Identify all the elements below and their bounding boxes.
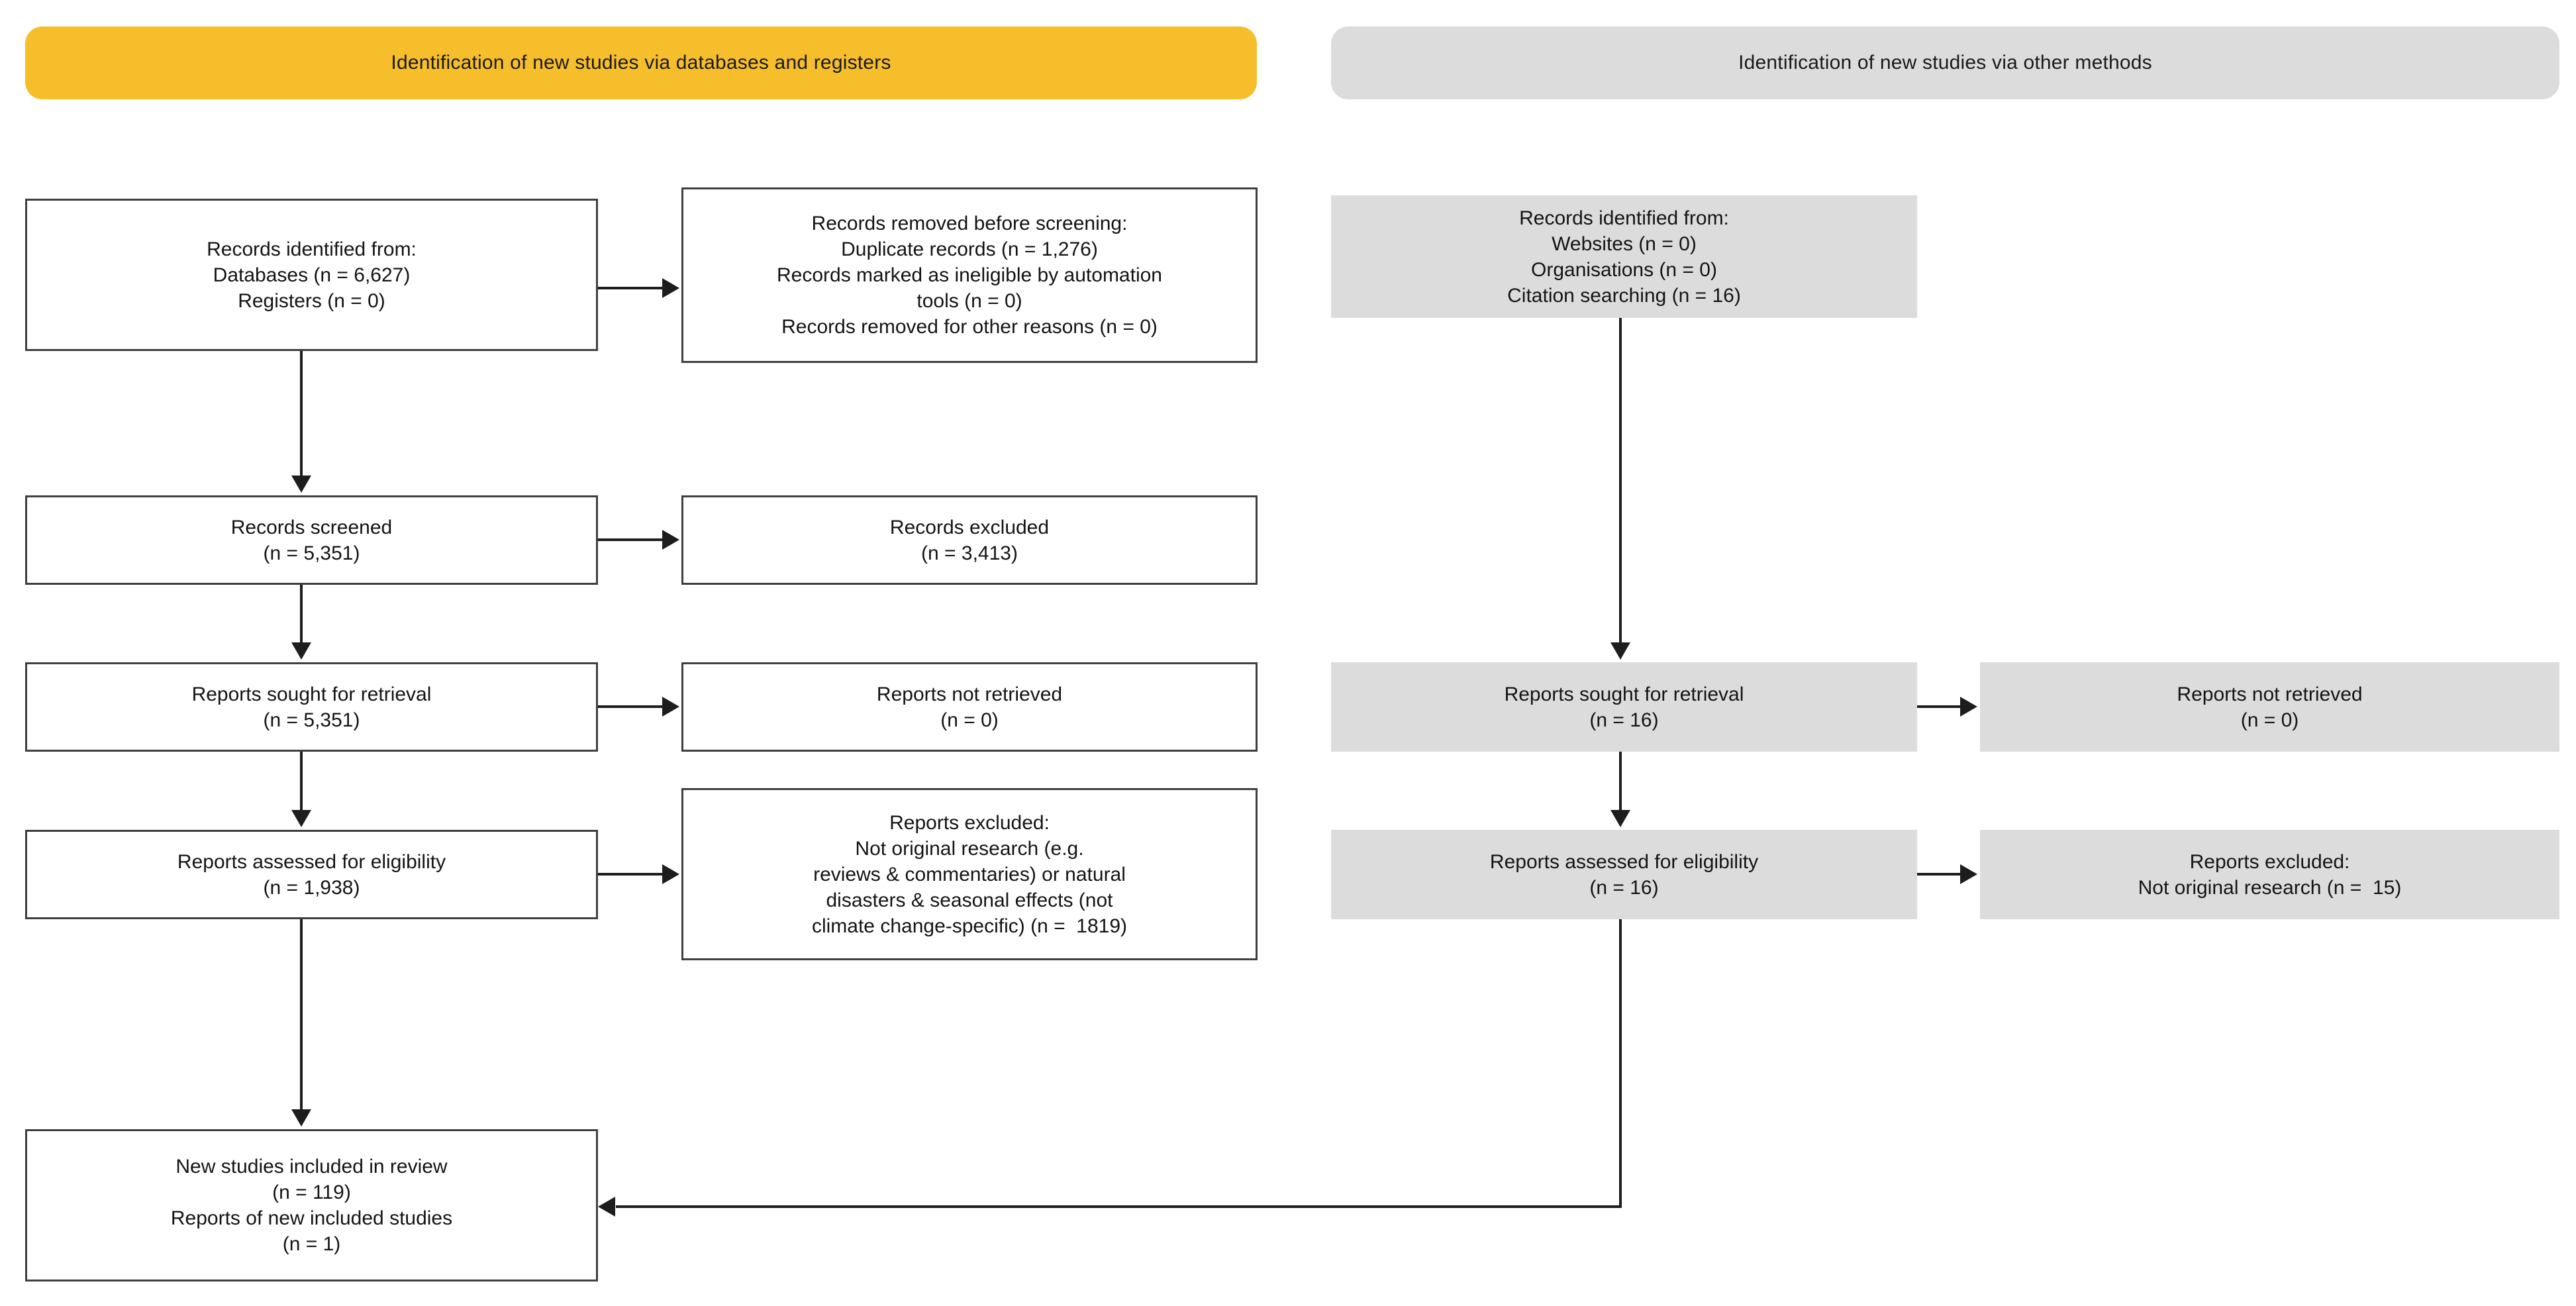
box-new-studies-included-in-review: New studies included in review (n = 119)… xyxy=(25,1129,598,1281)
text-line: (n = 1) xyxy=(282,1233,341,1255)
connector-other-to-included-horizontal xyxy=(616,1205,1622,1208)
text-line: Duplicate records (n = 1,276) xyxy=(841,238,1098,260)
box-reports-not-retrieved-other-text: Reports not retrieved (n = 0) xyxy=(1989,681,2550,733)
text-line: Reports not retrieved xyxy=(2177,683,2363,705)
connector-other-sought-to-assessed xyxy=(1619,752,1622,813)
connector-identified-to-removed xyxy=(598,287,664,289)
box-records-removed-text: Records removed before screening: Duplic… xyxy=(693,211,1246,340)
box-reports-assessed-text: Reports assessed for eligibility (n = 1,… xyxy=(36,849,587,901)
box-reports-assessed-for-eligibility: Reports assessed for eligibility (n = 1,… xyxy=(25,830,598,919)
box-reports-excluded-detailed-text: Reports excluded: Not original research … xyxy=(693,810,1246,939)
text-line: Records excluded xyxy=(889,516,1050,538)
box-reports-not-retrieved-other: Reports not retrieved (n = 0) xyxy=(1980,662,2559,752)
text-line: Records identified from: xyxy=(207,238,417,260)
text-line: tools (n = 0) xyxy=(916,290,1022,312)
arrowhead-assessed-to-reports-excluded-icon xyxy=(662,864,679,884)
text-line: Not original research (n = 15) xyxy=(2138,876,2402,899)
text-line: Reports of new included studies xyxy=(170,1207,453,1229)
box-reports-sought-text: Reports sought for retrieval (n = 5,351) xyxy=(36,681,587,733)
text-line: Records identified from: xyxy=(1519,207,1729,229)
connector-other-identified-to-sought xyxy=(1619,318,1622,646)
box-reports-excluded-other: Reports excluded: Not original research … xyxy=(1980,830,2559,919)
box-reports-sought-other-text: Reports sought for retrieval (n = 16) xyxy=(1340,681,1908,733)
text-line: (n = 119) xyxy=(272,1181,351,1203)
box-records-screened-text: Records screened (n = 5,351) xyxy=(36,515,587,566)
text-line: Websites (n = 0) xyxy=(1552,232,1697,255)
text-line: Registers (n = 0) xyxy=(238,289,385,312)
text-line: Organisations (n = 0) xyxy=(1531,258,1717,281)
connector-screened-to-excluded xyxy=(598,538,664,541)
box-records-screened: Records screened (n = 5,351) xyxy=(25,495,598,585)
text-line: (n = 5,351) xyxy=(263,542,360,564)
text-line: Not original research (e.g. xyxy=(855,837,1084,860)
text-line: Reports excluded: xyxy=(2189,850,2350,873)
text-line: Records removed for other reasons (n = 0… xyxy=(781,316,1158,338)
text-line: New studies included in review xyxy=(175,1156,448,1178)
arrowhead-sought-to-not-retrieved-icon xyxy=(662,697,679,717)
text-line: Databases (n = 6,627) xyxy=(213,264,411,286)
arrowhead-screened-to-excluded-icon xyxy=(662,530,679,550)
connector-sought-to-not-retrieved xyxy=(598,705,664,708)
banner-other-methods-label: Identification of new studies via other … xyxy=(1738,52,2152,74)
banner-identification-label: Identification of new studies via databa… xyxy=(391,52,891,74)
banner-identification-other-methods: Identification of new studies via other … xyxy=(1331,26,2559,99)
box-records-identified-other-text: Records identified from: Websites (n = 0… xyxy=(1340,205,1908,309)
arrowhead-sought-to-assessed-icon xyxy=(291,810,311,827)
box-records-removed-before-screening: Records removed before screening: Duplic… xyxy=(681,187,1258,363)
connector-other-sought-to-not-retrieved xyxy=(1917,705,1962,708)
text-line: (n = 5,351) xyxy=(263,709,360,731)
text-line: (n = 16) xyxy=(1589,876,1659,899)
text-line: (n = 0) xyxy=(2240,709,2299,731)
box-new-studies-included-text: New studies included in review (n = 119)… xyxy=(36,1154,587,1257)
box-reports-not-retrieved: Reports not retrieved (n = 0) xyxy=(681,662,1258,752)
text-line: Reports sought for retrieval xyxy=(191,683,432,705)
box-reports-excluded-detailed: Reports excluded: Not original research … xyxy=(681,788,1258,960)
box-records-excluded-text: Records excluded (n = 3,413) xyxy=(693,515,1246,566)
text-line: Citation searching (n = 16) xyxy=(1507,284,1741,307)
box-records-identified-databases: Records identified from: Databases (n = … xyxy=(25,199,598,351)
text-line: Reports excluded: xyxy=(889,811,1050,834)
connector-other-assessed-down xyxy=(1619,919,1622,1208)
arrowhead-assessed-to-included-icon xyxy=(291,1109,311,1127)
arrowhead-identified-to-screened-icon xyxy=(291,476,311,493)
arrowhead-other-assessed-to-excluded-icon xyxy=(1960,864,1977,884)
text-line: (n = 1,938) xyxy=(263,876,360,899)
text-line: Records removed before screening: xyxy=(811,213,1128,234)
box-records-identified-databases-text: Records identified from: Databases (n = … xyxy=(36,236,587,314)
text-line: Reports not retrieved xyxy=(876,683,1063,705)
box-reports-assessed-other-text: Reports assessed for eligibility (n = 16… xyxy=(1340,849,1908,901)
box-records-identified-other-methods: Records identified from: Websites (n = 0… xyxy=(1331,195,1917,318)
arrowhead-other-sought-to-not-retrieved-icon xyxy=(1960,697,1977,717)
arrowhead-other-sought-to-assessed-icon xyxy=(1610,810,1630,827)
text-line: Records screened xyxy=(230,516,393,538)
text-line: reviews & commentaries) or natural xyxy=(813,863,1126,885)
box-reports-excluded-other-text: Reports excluded: Not original research … xyxy=(1989,849,2550,901)
text-line: climate change-specific) (n = 1819) xyxy=(811,915,1128,937)
text-line: disasters & seasonal effects (not xyxy=(826,889,1113,911)
connector-identified-to-screened xyxy=(300,351,303,478)
connector-screened-to-sought xyxy=(300,585,303,646)
box-reports-sought-for-retrieval-other: Reports sought for retrieval (n = 16) xyxy=(1331,662,1917,752)
arrowhead-screened-to-sought-icon xyxy=(291,642,311,660)
text-line: (n = 3,413) xyxy=(921,542,1018,564)
banner-identification-databases-registers: Identification of new studies via databa… xyxy=(25,26,1257,99)
box-records-excluded: Records excluded (n = 3,413) xyxy=(681,495,1258,585)
connector-assessed-to-included xyxy=(300,919,303,1111)
text-line: (n = 0) xyxy=(940,709,999,731)
text-line: Reports assessed for eligibility xyxy=(1489,850,1759,873)
text-line: (n = 16) xyxy=(1589,709,1659,731)
arrowhead-identified-to-removed-icon xyxy=(662,278,679,298)
box-reports-sought-for-retrieval: Reports sought for retrieval (n = 5,351) xyxy=(25,662,598,752)
text-line: Reports sought for retrieval xyxy=(1504,683,1744,705)
text-line: Records marked as ineligible by automati… xyxy=(777,264,1162,286)
connector-other-assessed-to-excluded xyxy=(1917,873,1962,876)
connector-sought-to-assessed xyxy=(300,752,303,813)
box-reports-assessed-for-eligibility-other: Reports assessed for eligibility (n = 16… xyxy=(1331,830,1917,919)
box-reports-not-retrieved-text: Reports not retrieved (n = 0) xyxy=(693,681,1246,733)
arrowhead-other-identified-to-sought-icon xyxy=(1610,642,1630,660)
text-line: Reports assessed for eligibility xyxy=(177,850,446,873)
arrowhead-other-to-included-icon xyxy=(598,1197,615,1217)
connector-assessed-to-reports-excluded xyxy=(598,873,664,876)
